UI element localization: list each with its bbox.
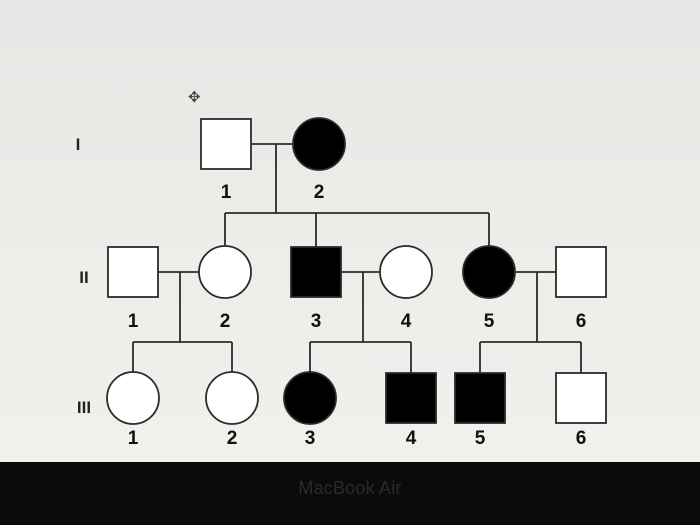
individual-number-II-5: 5	[484, 311, 495, 332]
individual-number-III-5: 5	[475, 428, 486, 449]
affected-female-III-3	[283, 371, 337, 425]
individual-number-II-1: 1	[128, 311, 139, 332]
affected-female-II-5	[462, 245, 516, 299]
affected-male-II-3	[290, 246, 342, 298]
individual-number-II-6: 6	[576, 311, 587, 332]
affected-female-I-2	[292, 117, 346, 171]
unaffected-male-II-1	[107, 246, 159, 298]
individual-number-II-2: 2	[220, 311, 231, 332]
generation-label-III: III	[77, 398, 91, 417]
unaffected-male-I-1	[200, 118, 252, 170]
unaffected-male-III-6	[555, 372, 607, 424]
pedigree-connector-lines	[132, 143, 582, 373]
affected-male-III-4	[385, 372, 437, 424]
unaffected-female-III-1	[106, 371, 160, 425]
individual-number-III-6: 6	[576, 428, 587, 449]
move-cross-icon[interactable]: ✥	[188, 88, 201, 106]
unaffected-female-II-4	[379, 245, 433, 299]
generation-label-I: I	[76, 135, 81, 154]
laptop-brand-label: MacBook Air	[298, 478, 402, 498]
individual-number-I-2: 2	[314, 182, 325, 203]
individual-number-III-3: 3	[305, 428, 316, 449]
individual-number-II-4: 4	[401, 311, 412, 332]
individual-number-III-4: 4	[406, 428, 417, 449]
individual-number-III-2: 2	[227, 428, 238, 449]
unaffected-male-II-6	[555, 246, 607, 298]
generation-label-II: II	[79, 268, 88, 287]
affected-male-III-5	[454, 372, 506, 424]
individual-number-I-1: 1	[221, 182, 232, 203]
laptop-bezel	[0, 462, 700, 525]
unaffected-female-III-2	[205, 371, 259, 425]
pedigree-individuals	[106, 117, 607, 425]
individual-number-II-3: 3	[311, 311, 322, 332]
unaffected-female-II-2	[198, 245, 252, 299]
individual-number-III-1: 1	[128, 428, 139, 449]
